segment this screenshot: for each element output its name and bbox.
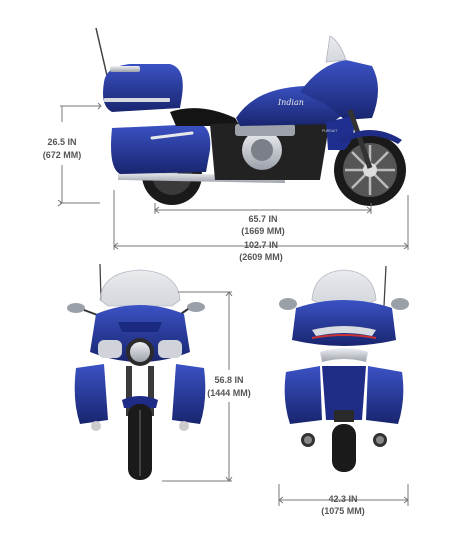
overall-length-dimension: 102.7 IN (2609 MM) <box>113 190 409 262</box>
engine <box>235 124 295 170</box>
seat <box>170 108 240 126</box>
right-headlight <box>158 340 182 358</box>
exhaust-pipe <box>118 172 285 183</box>
seat-height-dimension: 26.5 IN (672 MM) <box>43 102 102 207</box>
overall-width-metric: (1075 MM) <box>321 506 365 516</box>
rear-tire <box>332 424 356 472</box>
rear-right-saddlebag <box>366 366 404 424</box>
saddlebag <box>111 124 211 174</box>
rear-left-saddlebag <box>284 366 322 424</box>
rear-windshield <box>311 269 377 305</box>
side-view-motorcycle: Indian PURSUIT <box>95 27 406 206</box>
front-fairing <box>300 60 378 120</box>
front-view-motorcycle <box>67 263 206 480</box>
center-headlight <box>130 342 150 362</box>
brand-badge: Indian <box>277 98 304 107</box>
overall-height-imperial: 56.8 IN <box>214 375 243 385</box>
left-mirror <box>67 303 85 313</box>
left-lower-fairing <box>74 364 108 424</box>
overall-height-dimension: 56.8 IN (1444 MM) <box>162 291 251 482</box>
wheelbase-imperial: 65.7 IN <box>248 214 277 224</box>
seat-height-imperial: 26.5 IN <box>47 137 76 147</box>
overall-height-metric: (1444 MM) <box>207 388 251 398</box>
overall-length-metric: (2609 MM) <box>239 252 283 262</box>
left-headlight <box>98 340 122 358</box>
wheelbase-metric: (1669 MM) <box>241 226 285 236</box>
wheelbase-dimension: 65.7 IN (1669 MM) <box>154 203 372 236</box>
front-windshield <box>99 269 181 307</box>
right-lower-fairing <box>172 364 206 424</box>
overall-length-imperial: 102.7 IN <box>244 240 278 250</box>
rear-trunk-back <box>292 300 396 346</box>
front-wheel <box>334 134 406 206</box>
rear-right-mirror <box>391 298 409 310</box>
overall-width-dimension: 42.3 IN (1075 MM) <box>278 484 409 516</box>
rear-view-motorcycle <box>279 265 409 472</box>
right-mirror <box>187 302 205 312</box>
seat-height-metric: (672 MM) <box>43 150 82 160</box>
rear-left-mirror <box>279 298 297 310</box>
windshield <box>325 35 347 63</box>
overall-width-imperial: 42.3 IN <box>328 494 357 504</box>
model-badge: PURSUIT <box>322 129 338 133</box>
